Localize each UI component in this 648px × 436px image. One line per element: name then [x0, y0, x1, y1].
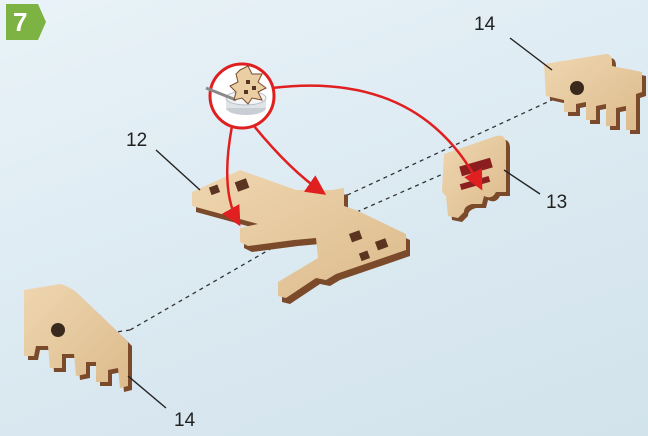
step-badge: 7: [6, 4, 46, 40]
arrow-to-part-12-left: [221, 125, 241, 227]
glue-arrows: [221, 84, 483, 227]
label-part-14-top: 14: [474, 14, 496, 35]
label-part-14-bottom: 14: [174, 410, 196, 431]
part-14-bottom: [24, 284, 132, 392]
step-number: 7: [13, 7, 27, 37]
glue-callout: [205, 62, 276, 130]
part-14-top: [544, 54, 646, 134]
label-part-13: 13: [546, 192, 567, 213]
label-part-12: 12: [126, 130, 147, 151]
glue-pot-icon: [205, 65, 267, 115]
part-12: [192, 170, 410, 304]
arrow-to-part-12-right: [253, 125, 327, 195]
leader-lines: [127, 37, 553, 409]
arrow-to-part-13: [271, 84, 483, 191]
